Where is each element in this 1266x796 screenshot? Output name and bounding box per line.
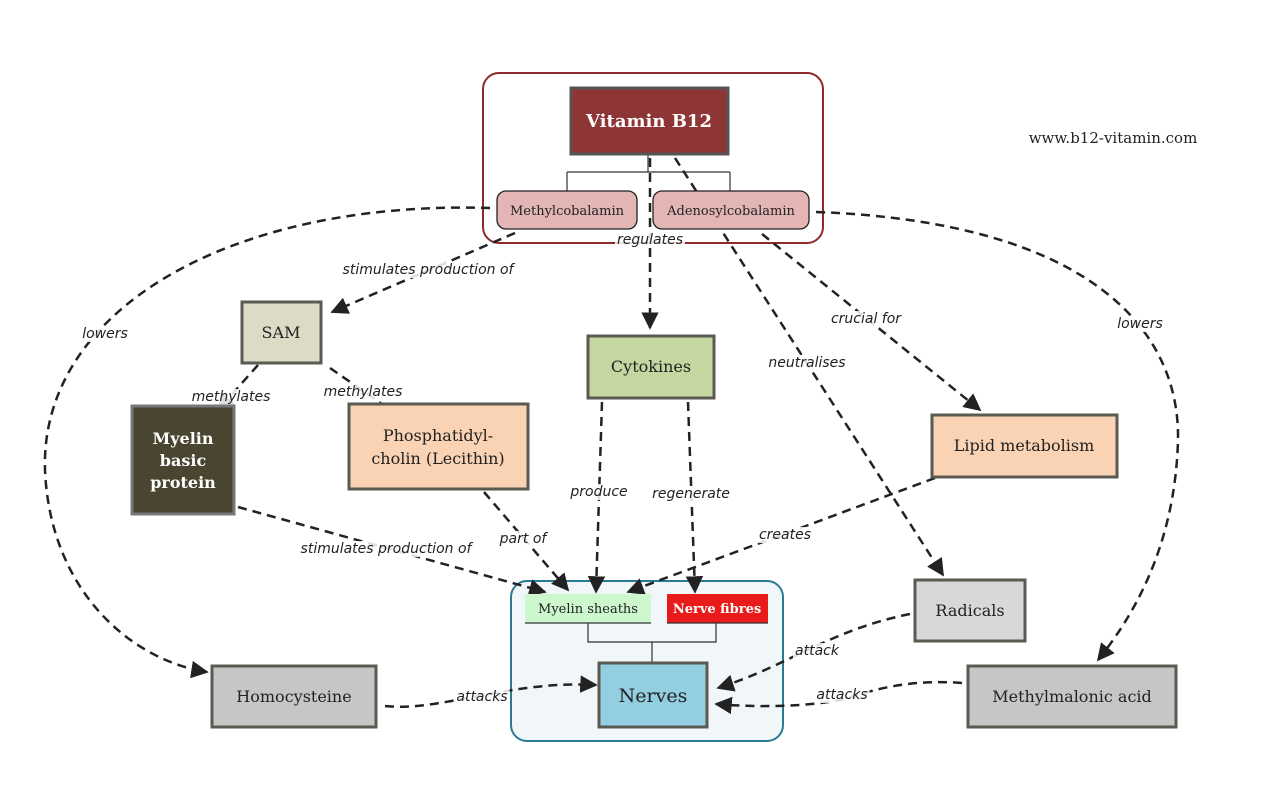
edge-lowers-methylmalonic [815,210,1180,662]
label-regulates: regulates [617,232,683,248]
label-methylates-right: methylates [324,384,403,400]
label-stimulates-sheaths: stimulates production of [301,541,474,557]
svg-text:Radicals: Radicals [935,601,1004,620]
edge-label-backing [793,643,842,659]
label-lowers-right: lowers [1117,316,1163,332]
svg-text:Nerve fibres: Nerve fibres [673,602,761,617]
edge-creates [626,476,936,595]
node-nerves: Nerves [597,661,709,729]
edge-label-backing [766,355,848,371]
myelin-basic-protein-line-2: basic [160,451,207,470]
node-phosphatidylcholin: Phosphatidyl- cholin (Lecithin) [347,402,530,491]
node-nerve-fibres: Nerve fibres [667,594,768,624]
label-crucial-for: crucial for [831,311,902,327]
edge-label-backing [454,689,510,705]
node-methylcobalamin: Methylcobalamin [496,190,638,230]
label-regenerate: regenerate [652,486,730,502]
node-methylmalonic-acid: Methylmalonic acid [966,664,1178,729]
edge-label-backing [1115,316,1165,332]
label-produce: produce [569,484,627,500]
node-cytokines: Cytokines [586,334,716,400]
node-myelin-sheaths: Myelin sheaths [525,594,651,624]
edge-label-backing [189,389,273,405]
edge-label-backing [80,326,130,342]
svg-text:Lipid metabolism: Lipid metabolism [954,436,1095,455]
node-lipid-metabolism: Lipid metabolism [930,413,1119,479]
site-url: www.b12-vitamin.com [1029,129,1198,147]
edge-labels: regulates stimulates production of lower… [80,232,1165,705]
edge-label-backing [567,484,630,500]
svg-text:Homocysteine: Homocysteine [236,687,351,706]
edge-label-backing [496,531,551,547]
label-stimulates-sam: stimulates production of [343,262,516,278]
node-homocysteine: Homocysteine [210,664,378,729]
node-myelin-basic-protein: Myelin basic protein [130,404,236,516]
label-neutralises: neutralises [768,355,845,371]
node-adenosylcobalamin: Adenosylcobalamin [652,190,810,230]
myelin-basic-protein-line-1: Myelin [153,429,214,448]
label-attacks-right: attacks [816,687,867,703]
node-radicals: Radicals [913,578,1027,643]
label-creates: creates [759,527,811,543]
edge-label-backing [814,687,870,703]
edge-label-backing [298,541,476,557]
phosphatidylcholin-line-1: Phosphatidyl- [383,426,493,445]
edge-label-backing [650,486,732,502]
phosphatidylcholin-line-2: cholin (Lecithin) [371,449,504,468]
tree-connectors [566,154,731,662]
node-sam: SAM [240,300,323,365]
label-methylates-left: methylates [192,389,271,405]
edge-label-backing [615,232,685,248]
edge-label-backing [756,527,814,543]
label-lowers-left: lowers [82,326,128,342]
label-part-of: part of [499,531,549,547]
edge-label-backing [828,311,905,327]
label-attacks-left: attacks [456,689,507,705]
edge-stimulates-sheaths [237,505,547,597]
edge-stimulates-sam [330,231,516,314]
svg-text:Adenosylcobalamin: Adenosylcobalamin [666,204,795,219]
myelin-basic-protein-line-3: protein [150,473,216,492]
svg-text:SAM: SAM [262,323,301,342]
label-attack: attack [795,643,840,659]
svg-text:Myelin sheaths: Myelin sheaths [538,602,638,617]
edge-label-backing [340,262,518,278]
svg-text:Methylcobalamin: Methylcobalamin [510,204,625,219]
svg-text:Methylmalonic acid: Methylmalonic acid [992,687,1152,706]
svg-text:Cytokines: Cytokines [611,357,691,376]
svg-text:Vitamin B12: Vitamin B12 [585,111,712,132]
node-vitamin-b12: Vitamin B12 [569,86,730,156]
svg-text:Nerves: Nerves [619,685,688,707]
edge-label-backing [321,384,405,400]
